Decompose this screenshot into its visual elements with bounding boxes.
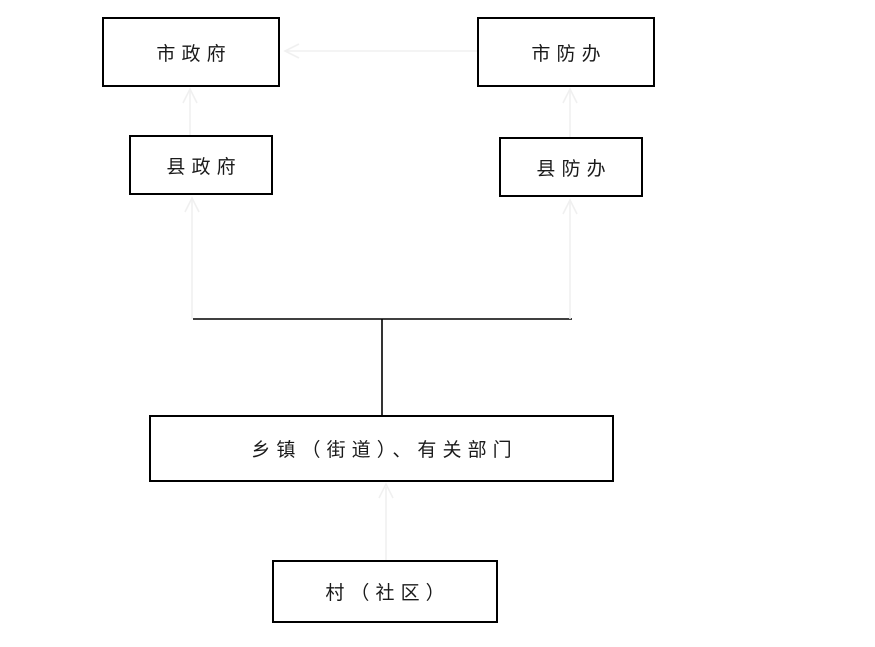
node-county-government-label: 县政府 (166, 155, 242, 178)
node-city-flood-control-office: 市防办 (477, 17, 655, 87)
node-county-flood-control-office-label: 县防办 (536, 157, 612, 180)
arrow-rail-to-countyfb (562, 198, 578, 319)
node-city-flood-control-office-label: 市防办 (531, 42, 607, 65)
arrow-cityfb-to-citygov (283, 43, 477, 59)
node-township-street-related-departments-label: 乡镇（街道）、有关部门 (251, 439, 518, 461)
node-village-community: 村（社区） (272, 560, 498, 623)
node-county-flood-control-office: 县防办 (499, 137, 643, 197)
node-city-government-label: 市政府 (156, 42, 232, 65)
node-township-street-related-departments: 乡镇（街道）、有关部门 (149, 415, 614, 482)
arrow-countygov-to-citygov (182, 87, 198, 135)
node-village-community-label: 村（社区） (325, 582, 451, 604)
arrow-rail-to-countygov (184, 196, 200, 319)
node-city-government: 市政府 (102, 17, 280, 87)
tee-connector-black (193, 318, 572, 415)
arrow-village-to-township (378, 482, 394, 560)
arrow-countyfb-to-cityfb (562, 87, 578, 137)
node-county-government: 县政府 (129, 135, 273, 195)
